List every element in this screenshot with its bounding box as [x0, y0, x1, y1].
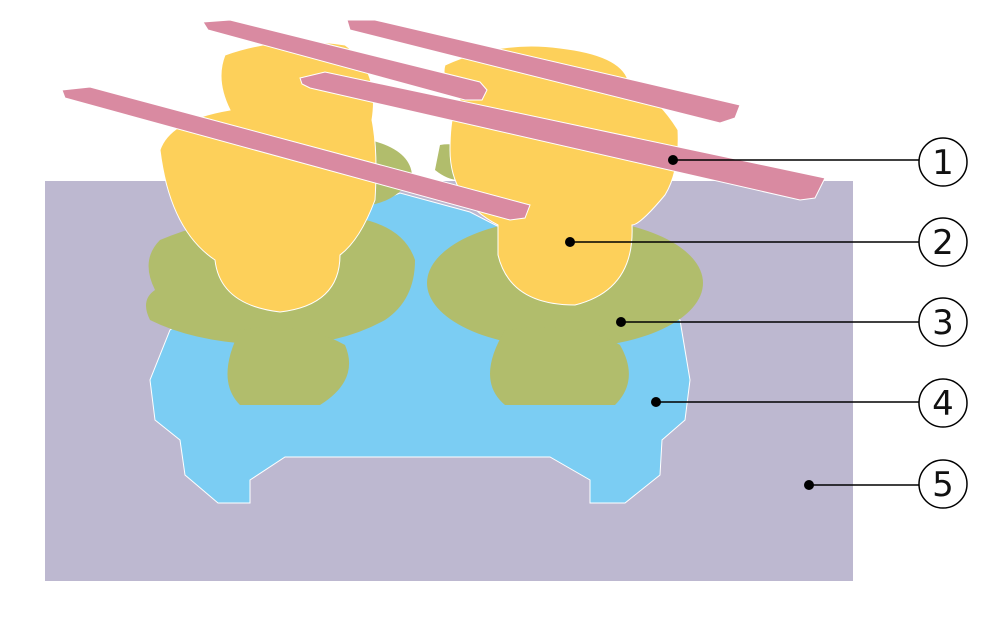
layer-1-strips [61, 19, 826, 221]
callout-1: 1 [668, 137, 968, 187]
callout-4: 4 [651, 378, 968, 428]
callout-3: 3 [616, 297, 968, 347]
label-3: 3 [932, 303, 954, 343]
label-2: 2 [932, 223, 954, 263]
label-4: 4 [932, 384, 954, 424]
callout-5: 5 [804, 459, 968, 509]
callout-2: 2 [565, 217, 968, 267]
label-5: 5 [932, 465, 954, 505]
label-1: 1 [932, 143, 954, 183]
